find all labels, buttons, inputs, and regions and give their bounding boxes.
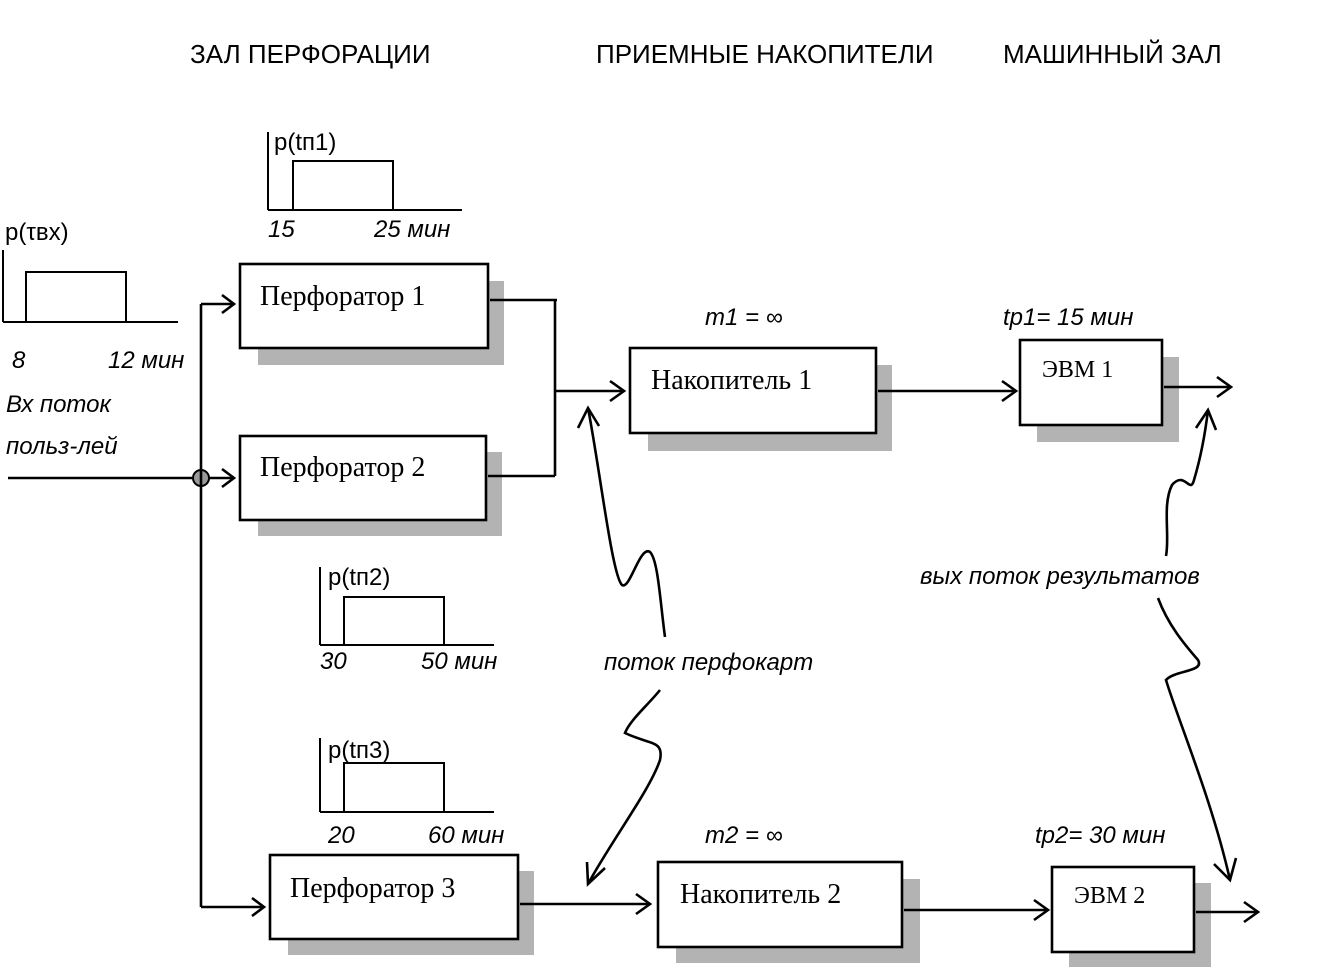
card-flow-label: поток перфокарт — [604, 649, 813, 676]
perforator-3-distribution: p(tп3) 20 60 мин — [319, 737, 504, 849]
computer-1-label: ЭВМ 1 — [1042, 357, 1113, 383]
input-distribution: p(τвх) 8 12 мин — [2, 219, 184, 374]
perforator-3-label: Перфоратор 3 — [290, 873, 455, 904]
perforator-1-label: Перфоратор 1 — [260, 281, 425, 312]
output-flow-arrowhead-down — [1213, 857, 1238, 883]
arrowhead-perforator-1 — [221, 293, 237, 315]
perforator-1-box: Перфоратор 1 — [238, 262, 504, 365]
arrowhead-storage-2 — [635, 892, 653, 916]
input-flow-label-2: польз-лей — [6, 433, 118, 460]
storage-2-capacity: m2 = ∞ — [705, 822, 783, 849]
storage-2-box: Накопитель 2 — [656, 860, 920, 963]
input-dist-tick-max: 12 мин — [108, 347, 184, 374]
arrowhead-computer-2 — [1033, 898, 1051, 922]
perforator-1-dist-tick-min: 15 — [268, 216, 295, 243]
computer-2-box: ЭВМ 2 — [1050, 865, 1211, 967]
header-machine-hall: МАШИННЫЙ ЗАЛ — [1003, 39, 1222, 69]
storage-1-box: Накопитель 1 — [628, 346, 892, 451]
header-receiving-storages: ПРИЕМНЫЕ НАКОПИТЕЛИ — [596, 39, 934, 69]
storage-2-label: Накопитель 2 — [680, 879, 841, 910]
card-flow-arrowhead-down — [585, 861, 606, 887]
output-flow-label: вых поток результатов — [920, 563, 1200, 590]
perforator-3-box: Перфоратор 3 — [268, 853, 534, 955]
computer-2-label: ЭВМ 2 — [1074, 883, 1145, 909]
computer-1-time: tp1= 15 мин — [1003, 304, 1133, 331]
perforator-3-dist-uniform-rect — [343, 762, 445, 812]
storage-1-frame — [628, 346, 878, 435]
output-flow-arrow-up — [1164, 409, 1210, 557]
perforator-3-dist-label: p(tп3) — [328, 737, 390, 764]
perforator-3-dist-tick-min: 20 — [327, 822, 355, 849]
perforator-2-dist-tick-max: 50 мин — [421, 648, 497, 675]
arrowhead-computer-1 — [1001, 379, 1019, 403]
input-dist-uniform-rect — [25, 271, 127, 322]
perforator-2-distribution: p(tп2) 30 50 мин — [319, 564, 497, 675]
computer-1-box: ЭВМ 1 — [1018, 338, 1179, 442]
perforator-2-frame — [238, 434, 488, 522]
arrowhead-storage-1 — [609, 379, 627, 403]
computer-1-frame — [1018, 338, 1164, 427]
input-dist-label: p(τвх) — [5, 219, 69, 246]
perforator-1-frame — [238, 262, 490, 350]
perforator-2-label: Перфоратор 2 — [260, 452, 425, 483]
perforator-2-dist-uniform-rect — [343, 596, 445, 645]
header-hall-perforation: ЗАЛ ПЕРФОРАЦИИ — [190, 39, 431, 69]
perforator-2-dist-tick-min: 30 — [320, 648, 347, 675]
arrowhead-computer-2-output — [1243, 900, 1261, 924]
perforator-2-box: Перфоратор 2 — [238, 434, 502, 536]
storage-1-label: Накопитель 1 — [651, 365, 812, 396]
output-flow-arrowhead-up — [1194, 407, 1218, 431]
card-flow-arrow-up — [586, 407, 667, 638]
perforator-3-dist-tick-max: 60 мин — [428, 822, 504, 849]
arrowhead-computer-1-output — [1216, 375, 1234, 399]
perforator-1-dist-uniform-rect — [292, 160, 394, 210]
input-flow-label-1: Вх поток — [6, 391, 113, 418]
perforator-2-dist-label: p(tп2) — [328, 564, 390, 591]
perforator-3-frame — [268, 853, 520, 941]
storage-1-capacity: m1 = ∞ — [705, 304, 783, 331]
arrowhead-perforator-2 — [221, 467, 237, 489]
computer-2-frame — [1050, 865, 1196, 954]
perforator-1-distribution: p(tп1) 15 25 мин — [267, 129, 462, 243]
perforator-1-dist-tick-max: 25 мин — [373, 216, 450, 243]
output-flow-arrow-down — [1156, 597, 1232, 881]
input-dist-tick-min: 8 — [12, 347, 26, 374]
storage-2-frame — [656, 860, 904, 949]
card-flow-arrow-down — [586, 689, 662, 885]
perforator-1-dist-label: p(tп1) — [274, 129, 336, 156]
card-flow-arrowhead-up — [576, 405, 601, 429]
computer-2-time: tp2= 30 мин — [1035, 822, 1165, 849]
arrowhead-perforator-3 — [251, 896, 267, 918]
